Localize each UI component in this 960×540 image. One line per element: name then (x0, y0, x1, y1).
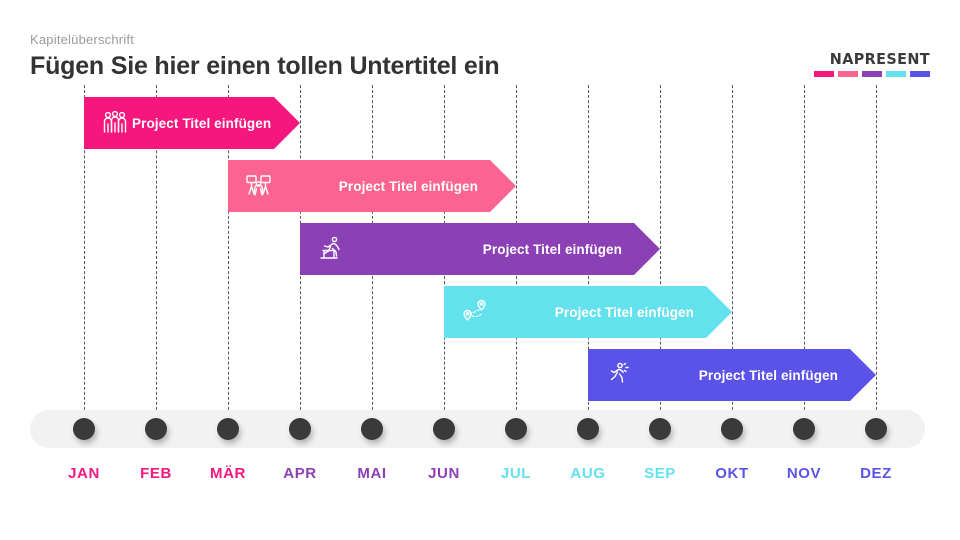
timeline-dot-dez[interactable] (865, 418, 887, 440)
gridline-nov (804, 85, 805, 425)
gantt-bar-shape (228, 160, 516, 212)
page-title: Fügen Sie hier einen tollen Untertitel e… (30, 52, 500, 80)
logo-bar-2 (838, 71, 858, 77)
timeline-dot-apr[interactable] (289, 418, 311, 440)
gridline-dez (876, 85, 877, 425)
timeline-dot-jan[interactable] (73, 418, 95, 440)
month-label-jan: JAN (68, 465, 100, 482)
month-label-nov: NOV (786, 465, 822, 482)
gantt-bar-label: Project Titel einfügen (482, 241, 622, 257)
month-label-mai: MAI (357, 465, 387, 482)
gridline-sep (660, 85, 661, 425)
month-label-aug: AUG (570, 465, 606, 482)
timeline-dot-jun[interactable] (433, 418, 455, 440)
running-person-icon (602, 358, 636, 392)
route-map-pins-icon (458, 295, 492, 329)
gridline-okt (732, 85, 733, 425)
month-label-dez: DEZ (860, 465, 892, 482)
logo-bar-3 (862, 71, 882, 77)
timeline-dot-sep[interactable] (649, 418, 671, 440)
month-label-okt: OKT (715, 465, 749, 482)
timeline-dot-feb[interactable] (145, 418, 167, 440)
gantt-bar-label: Project Titel einfügen (554, 304, 694, 320)
timeline-dot-aug[interactable] (577, 418, 599, 440)
gantt-bar-shape (588, 349, 876, 401)
gantt-bar-2[interactable]: Project Titel einfügen (228, 160, 516, 212)
gantt-bar-3[interactable]: Project Titel einfügen (300, 223, 660, 275)
timeline-dot-jul[interactable] (505, 418, 527, 440)
hurdle-runner-icon (314, 232, 348, 266)
month-label-apr: APR (283, 465, 317, 482)
month-label-feb: FEB (140, 465, 172, 482)
timeline-dot-nov[interactable] (793, 418, 815, 440)
brand-logo: NAPRESENT (810, 52, 930, 77)
timeline-track (30, 410, 925, 448)
page-eyebrow: Kapitelüberschrift (30, 32, 135, 47)
gantt-bar-1[interactable]: Project Titel einfügen (84, 97, 300, 149)
logo-bar-4 (886, 71, 906, 77)
gridline-mär (228, 85, 229, 425)
month-label-jun: JUN (428, 465, 460, 482)
gantt-bar-label: Project Titel einfügen (132, 115, 272, 131)
gantt-bar-label: Project Titel einfügen (698, 367, 838, 383)
logo-bar-1 (814, 71, 834, 77)
logo-wordmark: NAPRESENT (829, 50, 930, 68)
timeline-dot-mai[interactable] (361, 418, 383, 440)
gridline-feb (156, 85, 157, 425)
timeline-dot-okt[interactable] (721, 418, 743, 440)
gantt-bar-5[interactable]: Project Titel einfügen (588, 349, 876, 401)
gridline-jan (84, 85, 85, 425)
month-label-jul: JUL (500, 465, 532, 482)
gantt-bar-label: Project Titel einfügen (338, 178, 478, 194)
month-label-mär: MÄR (210, 465, 246, 482)
logo-bar-5 (910, 71, 930, 77)
gantt-bar-shape (300, 223, 660, 275)
group-of-people-icon (98, 106, 132, 140)
month-label-sep: SEP (644, 465, 676, 482)
timeline-dot-mär[interactable] (217, 418, 239, 440)
gantt-bar-4[interactable]: Project Titel einfügen (444, 286, 732, 338)
presentation-meeting-icon (242, 169, 276, 203)
gantt-bar-shape (84, 97, 300, 149)
gantt-bar-shape (444, 286, 732, 338)
logo-color-bars (810, 71, 930, 77)
